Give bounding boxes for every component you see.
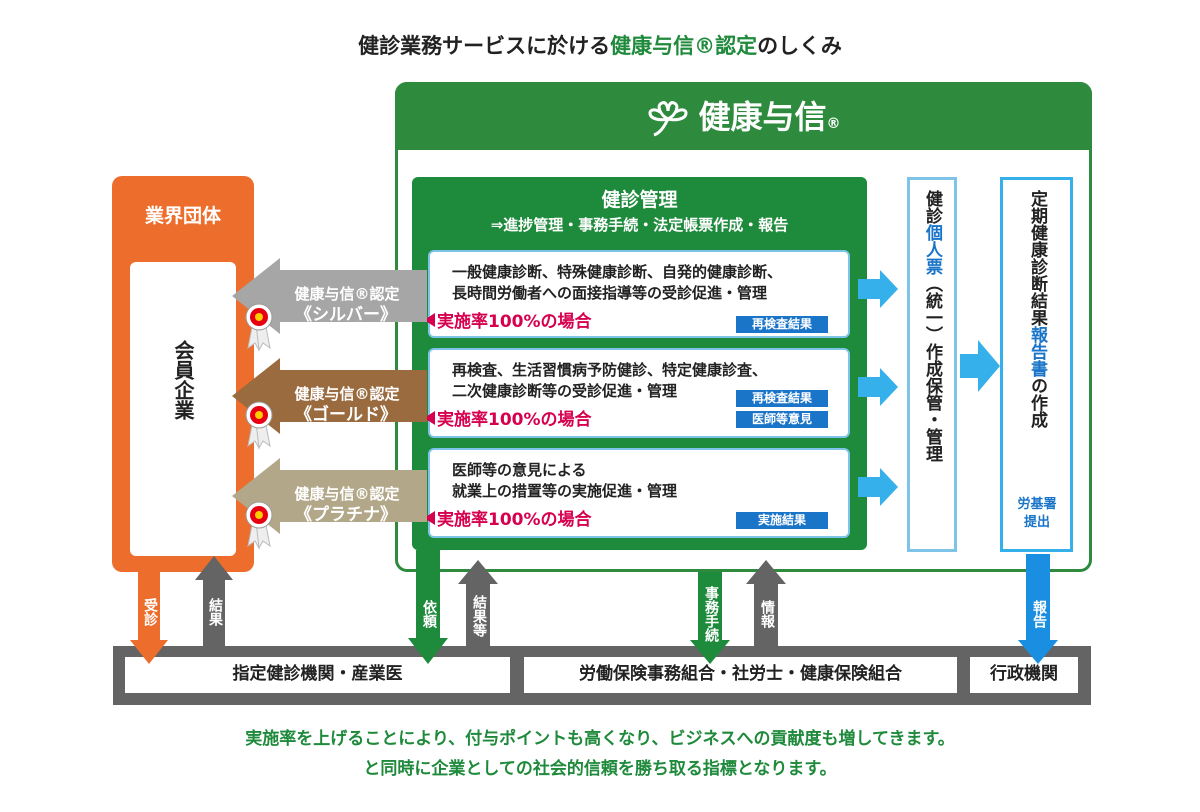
right-arrow-icon bbox=[858, 368, 898, 406]
rate-label-2: 実施率100%の場合 bbox=[437, 410, 592, 430]
result-label-left: 結果 bbox=[207, 598, 223, 626]
down-arrow-icon bbox=[690, 572, 730, 664]
results-etc-label: 結果等 bbox=[471, 595, 487, 637]
result-tag-3: 実施結果 bbox=[736, 512, 828, 529]
silver-cert-line-1: 健康与信®認定 bbox=[294, 285, 400, 303]
information-label: 情報 bbox=[759, 600, 775, 628]
rate-pointer-icon bbox=[424, 313, 435, 327]
page-title: 健診業務サービスに於ける健康与信®認定のしくみ bbox=[358, 34, 842, 58]
clover-icon bbox=[648, 101, 688, 137]
personal-record-label: 健診個人票（統一）作成保管・管理 bbox=[922, 190, 942, 462]
consultation-label: 受診 bbox=[142, 598, 158, 626]
administrative-box: 行政機関 bbox=[970, 657, 1078, 693]
management-subtitle: ⇒進捗管理・事務手続・法定帳票作成・報告 bbox=[490, 216, 789, 234]
management-item-2-line-2: 二次健康診断等の受診促進・管理 bbox=[452, 382, 678, 400]
designated-clinic-box: 指定健診機関・産業医 bbox=[125, 657, 510, 693]
footer-line-2: と同時に企業としての社会的信頼を勝ち取る指標となります。 bbox=[363, 759, 837, 779]
gold-cert-line-1: 健康与信®認定 bbox=[294, 385, 400, 403]
medal-icon bbox=[245, 401, 273, 450]
regular-report-box bbox=[1000, 177, 1073, 552]
result-tag-1: 再検査結果 bbox=[736, 316, 828, 333]
management-item-2-line-1: 再検査、生活習慣病予防健診、特定健康診査、 bbox=[452, 361, 768, 379]
right-arrow-icon bbox=[858, 468, 898, 506]
rate-label-3: 実施率100%の場合 bbox=[437, 510, 592, 530]
kenko-yoshin-title: 健康与信® bbox=[395, 92, 1092, 139]
silver-cert-arrow bbox=[232, 258, 427, 334]
regular-report-label: 定期健康診断結果報告書の作成 bbox=[1027, 190, 1047, 428]
down-arrow-icon bbox=[408, 550, 448, 664]
right-arrow-icon bbox=[960, 340, 1000, 392]
up-arrow-icon bbox=[195, 556, 233, 656]
up-arrow-icon bbox=[746, 560, 786, 656]
platinum-cert-line-2: 《プラチナ》 bbox=[295, 505, 397, 525]
management-item-1-line-1: 一般健康診断、特殊健康診断、自発的健康診断、 bbox=[452, 263, 783, 281]
labor-office-submit-label: 労基署提出 bbox=[1017, 497, 1057, 530]
management-item-3-line-2: 就業上の措置等の実施促進・管理 bbox=[452, 482, 678, 500]
gold-cert-line-2: 《ゴールド》 bbox=[295, 405, 397, 425]
management-item-1-line-2: 長時間労働者への面接指導等の受診促進・管理 bbox=[452, 284, 768, 302]
member-companies-label: 会員企業 bbox=[171, 340, 195, 420]
report-label: 報告 bbox=[1031, 600, 1047, 628]
result-tag-2b: 医師等意見 bbox=[736, 411, 828, 428]
management-title: 健診管理 bbox=[601, 189, 678, 211]
kenko-yoshin-header bbox=[395, 82, 1092, 150]
down-arrow-icon bbox=[130, 572, 168, 664]
request-label: 依頼 bbox=[421, 600, 437, 628]
medal-icon bbox=[245, 501, 273, 550]
member-companies-box bbox=[130, 262, 236, 556]
procedures-label: 事務手続 bbox=[703, 586, 719, 642]
footer-line-1: 実施率を上げることにより、付与ポイントも高くなり、ビジネスへの貢献度も増してきま… bbox=[245, 729, 955, 749]
management-item-3-line-1: 医師等の意見による bbox=[452, 461, 587, 479]
gold-cert-arrow bbox=[232, 358, 427, 434]
down-arrow-icon bbox=[1018, 554, 1058, 664]
personal-record-box bbox=[907, 177, 957, 552]
result-tag-2a: 再検査結果 bbox=[736, 390, 828, 407]
platinum-cert-line-1: 健康与信®認定 bbox=[294, 485, 400, 503]
silver-cert-line-2: 《シルバー》 bbox=[295, 305, 397, 325]
rate-label-1: 実施率100%の場合 bbox=[437, 312, 592, 332]
rate-pointer-icon bbox=[424, 511, 435, 525]
rate-pointer-icon bbox=[424, 411, 435, 425]
medal-icon bbox=[245, 303, 273, 352]
industry-group-title: 業界団体 bbox=[144, 205, 221, 227]
up-arrow-icon bbox=[458, 560, 498, 656]
platinum-cert-arrow bbox=[232, 458, 427, 534]
labor-insurance-box: 労働保険事務組合・社労士・健康保険組合 bbox=[524, 657, 957, 693]
right-arrow-icon bbox=[858, 270, 898, 308]
